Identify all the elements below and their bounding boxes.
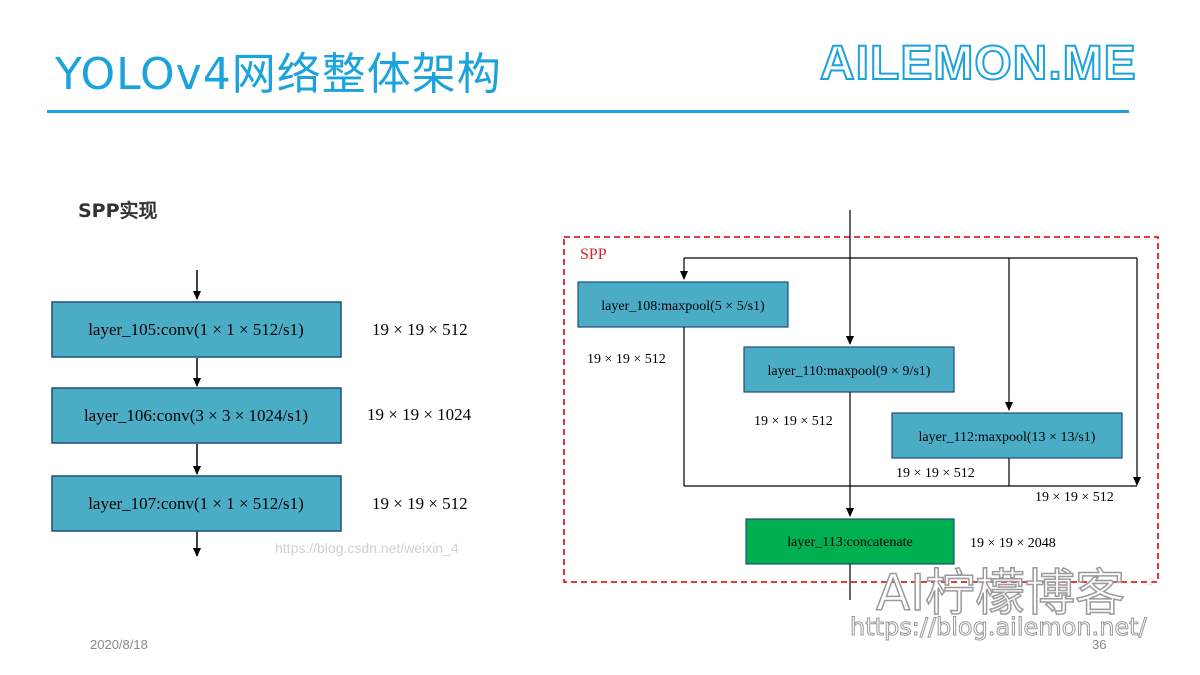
csdn-watermark: https://blog.csdn.net/weixin_4: [275, 540, 459, 556]
layer-110-box: [743, 346, 955, 393]
spp-group-border: [563, 236, 1159, 583]
layer-105-label: layer_105:conv(1 × 1 × 512/s1): [88, 320, 304, 339]
section-title: SPP实现: [78, 200, 158, 222]
layer-105-box: [51, 301, 342, 358]
spp-group-label: SPP: [580, 246, 607, 263]
layer-112-label: layer_112:maxpool(13 × 13/s1): [919, 430, 1096, 445]
title-divider: [47, 110, 1129, 113]
bypass-shape: 19 × 19 × 512: [1035, 490, 1114, 505]
brand-logo-text: AILEMON.ME: [819, 36, 1137, 91]
ailemon-watermark: AI柠檬博客: [875, 563, 1125, 623]
layer-106-box: [51, 387, 342, 444]
layer-106-shape: 19 × 19 × 1024: [367, 405, 472, 424]
layer-107-shape: 19 × 19 × 512: [372, 494, 468, 513]
layer-108-label: layer_108:maxpool(5 × 5/s1): [601, 299, 765, 314]
layer-112-shape: 19 × 19 × 512: [896, 466, 975, 481]
layer-105-shape: 19 × 19 × 512: [372, 320, 468, 339]
slide-title: YOLOv4网络整体架构: [55, 49, 502, 100]
layer-110-shape: 19 × 19 × 512: [754, 414, 833, 429]
layer-112-box: [891, 412, 1123, 459]
layer-110-label: layer_110:maxpool(9 × 9/s1): [768, 364, 931, 379]
layer-108-shape: 19 × 19 × 512: [587, 352, 666, 367]
page-number: 36: [1092, 637, 1107, 652]
layer-106-label: layer_106:conv(3 × 3 × 1024/s1): [84, 406, 308, 425]
layer-113-shape: 19 × 19 × 2048: [970, 536, 1056, 551]
layer-107-box: [51, 475, 342, 532]
tiny-watermark: 2: [1148, 577, 1154, 587]
ailemon-url-watermark: https://blog.ailemon.net/: [850, 613, 1148, 642]
layer-107-label: layer_107:conv(1 × 1 × 512/s1): [88, 494, 304, 513]
slide-date: 2020/8/18: [90, 637, 148, 652]
layer-108-box: [577, 281, 789, 328]
layer-113-label: layer_113:concatenate: [787, 535, 912, 550]
